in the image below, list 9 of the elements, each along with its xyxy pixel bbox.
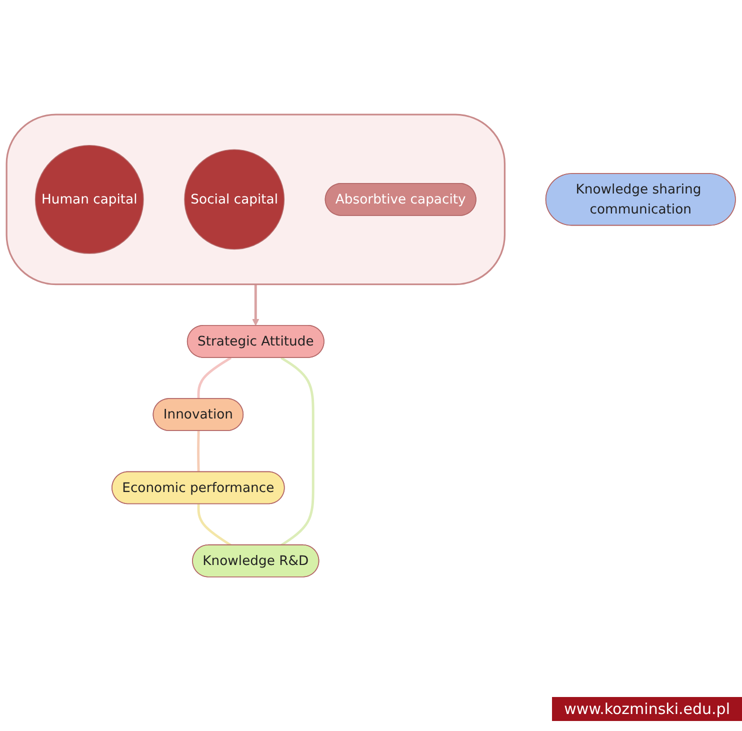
node-circle: Social capital [184,148,285,250]
web-address-text: www.kozminski.edu.pl [552,697,742,721]
connector [197,504,232,546]
arrow [252,284,260,326]
node-circle: Human capital [34,144,144,254]
connector [197,430,200,472]
connector [280,356,314,546]
cluster [6,114,506,285]
connector [197,356,232,399]
